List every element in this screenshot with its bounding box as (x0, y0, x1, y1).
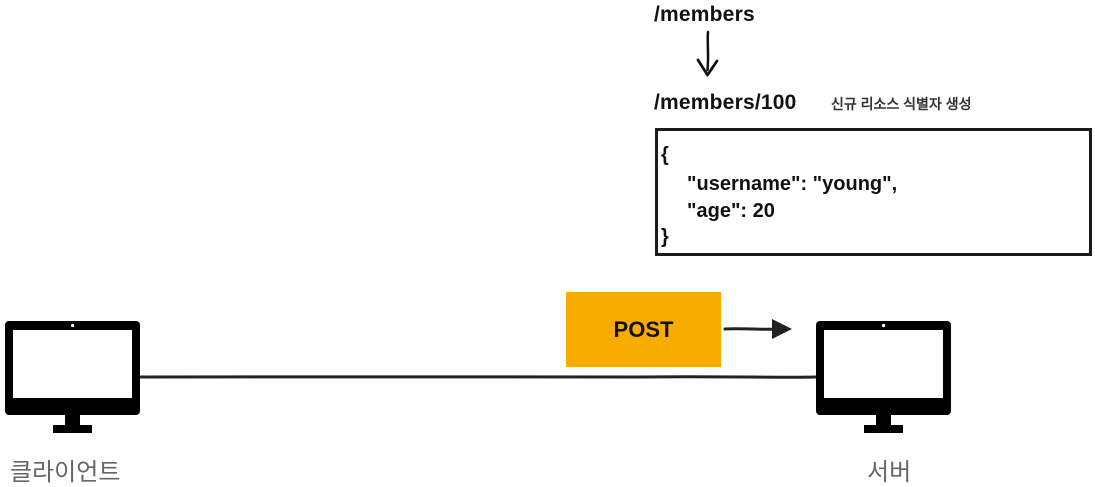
json-body-box: { "username": "young", "age": 20 } (655, 128, 1092, 256)
json-line-close: } (661, 226, 669, 248)
json-line-age: "age": 20 (687, 200, 775, 222)
created-path-label: /members/100 (654, 91, 797, 114)
json-line-open: { (661, 144, 669, 166)
post-method-box: POST (566, 292, 721, 367)
json-line-username: "username": "young", (687, 173, 898, 195)
arrow-right-icon (723, 319, 792, 339)
client-monitor-icon (5, 321, 140, 433)
server-label: 서버 (867, 459, 912, 486)
created-note: 신규 리소스 식별자 생성 (831, 96, 972, 112)
collection-path-label: /members (654, 3, 755, 26)
server-monitor-icon (816, 321, 951, 433)
arrow-down-icon (696, 30, 719, 77)
post-method-label: POST (613, 316, 674, 342)
client-label: 클라이언트 (10, 459, 121, 486)
